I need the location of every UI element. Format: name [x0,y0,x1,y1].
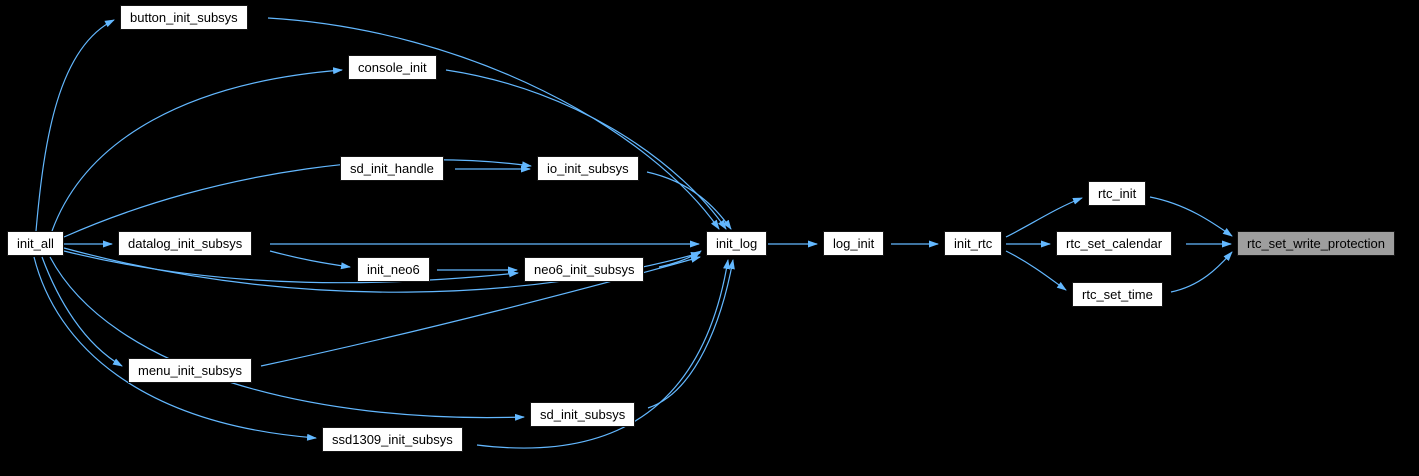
edge-init_all-console_init [51,67,343,232]
node-ssd1309_init_subsys[interactable]: ssd1309_init_subsys [322,427,463,452]
edge-menu_init_subsys-init_log [260,256,701,367]
edge-init_rtc-rtc_set_time [1005,250,1067,291]
node-menu_init_subsys[interactable]: menu_init_subsys [128,358,253,383]
node-init_rtc[interactable]: init_rtc [944,231,1003,256]
node-rtc_init[interactable]: rtc_init [1088,181,1147,206]
node-neo6_init_subsys[interactable]: neo6_init_subsys [524,257,645,282]
node-button_init_subsys[interactable]: button_init_subsys [120,5,248,30]
node-rtc_set_calendar[interactable]: rtc_set_calendar [1056,231,1173,256]
node-datalog_init_subsys[interactable]: datalog_init_subsys [118,231,253,256]
edge-init_rtc-rtc_init [1005,197,1083,238]
edge-rtc_set_time-rtc_set_write_protection [1170,251,1233,293]
edge-init_all-ssd1309_init_subsys [33,256,317,441]
edge-button_init_subsys-init_log [267,17,720,230]
node-sd_init_handle[interactable]: sd_init_handle [340,156,444,181]
node-init_all[interactable]: init_all [7,231,64,256]
node-io_init_subsys[interactable]: io_init_subsys [537,156,639,181]
edge-console_init-init_log [445,69,727,230]
node-init_neo6[interactable]: init_neo6 [357,257,430,282]
edge-sd_init_subsys-init_log [647,259,735,409]
node-console_init[interactable]: console_init [348,55,437,80]
edge-datalog_init_subsys-init_neo6 [269,250,351,270]
edge-init_all-menu_init_subsys [41,256,123,367]
node-log_init[interactable]: log_init [823,231,885,256]
edge-neo6_init_subsys-init_log [658,250,702,268]
edge-init_all-button_init_subsys [35,19,115,232]
node-rtc_set_time[interactable]: rtc_set_time [1072,282,1163,307]
node-init_log[interactable]: init_log [706,231,768,256]
edge-init_all-io_init_subsys [63,159,532,238]
edge-io_init_subsys-init_log [646,171,732,230]
node-sd_init_subsys[interactable]: sd_init_subsys [530,402,636,427]
node-rtc_set_write_protection: rtc_set_write_protection [1237,231,1396,256]
edge-rtc_init-rtc_set_write_protection [1149,196,1233,237]
edge-init_all-neo6_init_subsys [63,250,519,284]
